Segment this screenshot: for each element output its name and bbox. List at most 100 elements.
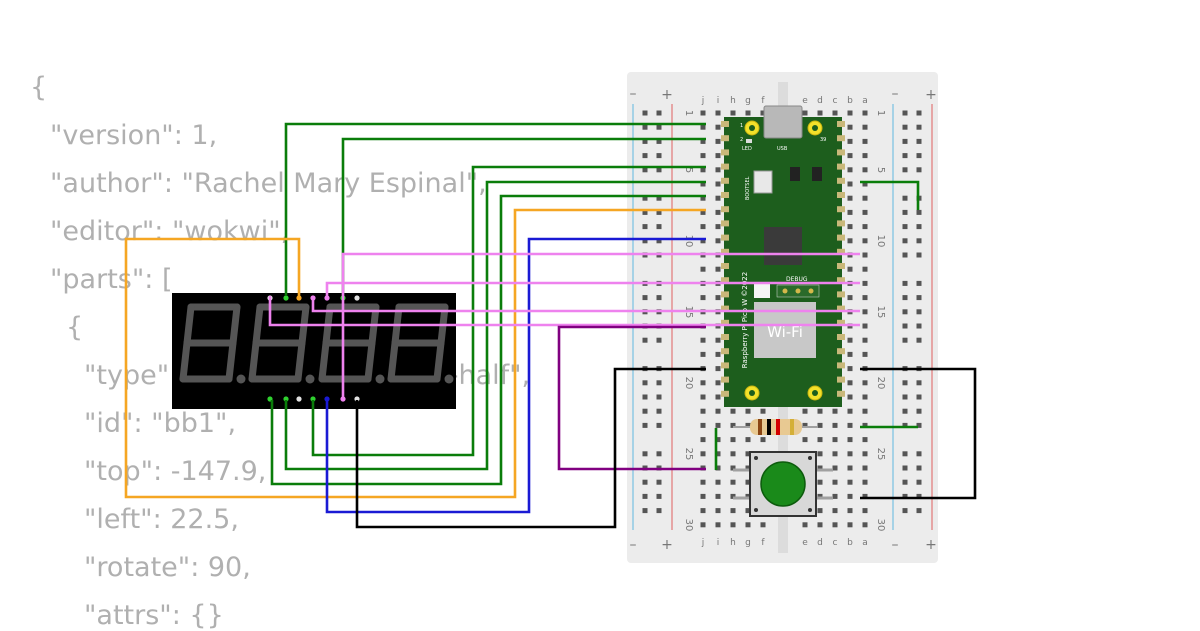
pico-pin <box>837 334 845 340</box>
rail-hole <box>902 252 908 258</box>
breadboard-hole <box>730 451 736 457</box>
rail-hole <box>902 167 908 173</box>
wire-green[interactable] <box>341 137 706 296</box>
wire-violet[interactable] <box>268 296 860 327</box>
breadboard-hole <box>847 181 853 187</box>
resistor-band <box>776 419 780 435</box>
pico-w-board[interactable]: 1 2 39 LED USB BOOTSEL DEBUG Wi-Fi Raspb… <box>721 105 845 407</box>
rail-hole <box>656 224 662 230</box>
rail-plus-label: + <box>925 87 937 103</box>
column-letter: f <box>761 538 765 548</box>
button-corner <box>808 508 812 512</box>
pico-castellated-pins <box>721 121 845 397</box>
led-icon <box>746 139 752 143</box>
rail-hole <box>656 394 662 400</box>
breadboard-hole <box>700 394 706 400</box>
rail-minus-label: – <box>630 537 637 553</box>
wire-black[interactable] <box>860 367 977 500</box>
pico-pin <box>837 291 845 298</box>
pico-pin <box>721 334 729 340</box>
breadboard-hole <box>715 209 721 215</box>
pico-pin <box>721 291 729 298</box>
code-line: "version": 1, <box>50 120 218 151</box>
display-segment <box>433 339 445 383</box>
pico-pin <box>837 177 845 184</box>
wire-green[interactable] <box>284 180 706 471</box>
column-letter: d <box>817 538 823 548</box>
breadboard-hole <box>862 323 868 329</box>
rail-hole <box>916 238 922 244</box>
rail-minus-label: – <box>630 86 637 102</box>
button-cap-icon[interactable] <box>760 461 806 507</box>
rail-hole <box>642 238 648 244</box>
display-decimal-point <box>236 374 246 384</box>
wire-violet[interactable] <box>341 252 860 400</box>
breadboard-hole <box>700 493 706 499</box>
rail-hole <box>916 124 922 130</box>
display-segment <box>183 303 195 347</box>
rail-hole <box>642 209 648 215</box>
wire-orange[interactable] <box>124 208 706 499</box>
breadboard-hole <box>862 224 868 230</box>
wire-purple[interactable] <box>557 325 706 471</box>
code-line: "author": "Rachel Mary Espinal", <box>50 168 487 199</box>
pico-pin <box>721 376 729 383</box>
rail-minus-label: – <box>892 537 899 553</box>
bootsel-button[interactable] <box>753 170 773 194</box>
breadboard-hole <box>715 195 721 201</box>
wire-green[interactable] <box>311 165 706 457</box>
column-letter: j <box>701 96 705 106</box>
breadboard-hole <box>847 295 853 301</box>
rail-plus-label: + <box>661 537 673 553</box>
breadboard-hole <box>862 280 868 286</box>
breadboard-hole <box>730 408 736 414</box>
rail-hole <box>642 224 648 230</box>
row-label: 10 <box>683 235 694 248</box>
pico-pin <box>721 319 729 326</box>
breadboard-hole <box>715 337 721 343</box>
rail-hole <box>642 493 648 499</box>
column-letter: h <box>730 538 736 548</box>
breadboard-hole <box>745 493 751 499</box>
breadboard-hole <box>745 479 751 485</box>
wire-black[interactable] <box>355 367 706 529</box>
display-pin <box>354 295 360 301</box>
rail-hole <box>642 153 648 159</box>
debug-pin <box>782 288 788 294</box>
breadboard-hole <box>832 408 838 414</box>
wire-green[interactable] <box>270 194 706 486</box>
pico-pin <box>837 234 845 241</box>
pico-pin <box>837 135 845 142</box>
pico-pin <box>837 220 845 227</box>
breadboard-hole <box>802 437 808 443</box>
rail-hole <box>902 422 908 428</box>
breadboard-hole <box>847 195 853 201</box>
breadboard-hole <box>847 138 853 144</box>
wire-green[interactable] <box>860 180 920 210</box>
wire-blue[interactable] <box>325 237 706 514</box>
rail-hole <box>656 153 662 159</box>
breadboard-hole <box>700 238 706 244</box>
wire-violet[interactable] <box>311 296 860 313</box>
breadboard-hole <box>832 522 838 528</box>
breadboard-hole <box>730 110 736 116</box>
breadboard-hole <box>862 408 868 414</box>
breadboard-hole <box>862 209 868 215</box>
pico-pin <box>721 163 729 170</box>
display-decimal-point <box>375 374 385 384</box>
pico-pin <box>837 121 845 127</box>
pushbutton[interactable] <box>733 451 833 517</box>
rail-hole <box>656 138 662 144</box>
display-pin <box>296 295 302 301</box>
breadboard-hole <box>802 110 808 116</box>
mounting-hole-inner <box>749 390 755 396</box>
breadboard-hole <box>745 522 751 528</box>
breadboard-hole <box>847 408 853 414</box>
seven-segment-display[interactable] <box>172 293 456 409</box>
row-label: 25 <box>683 448 694 461</box>
resistor[interactable] <box>733 419 818 435</box>
wire-violet[interactable] <box>325 281 860 296</box>
pico-pin <box>837 192 845 198</box>
